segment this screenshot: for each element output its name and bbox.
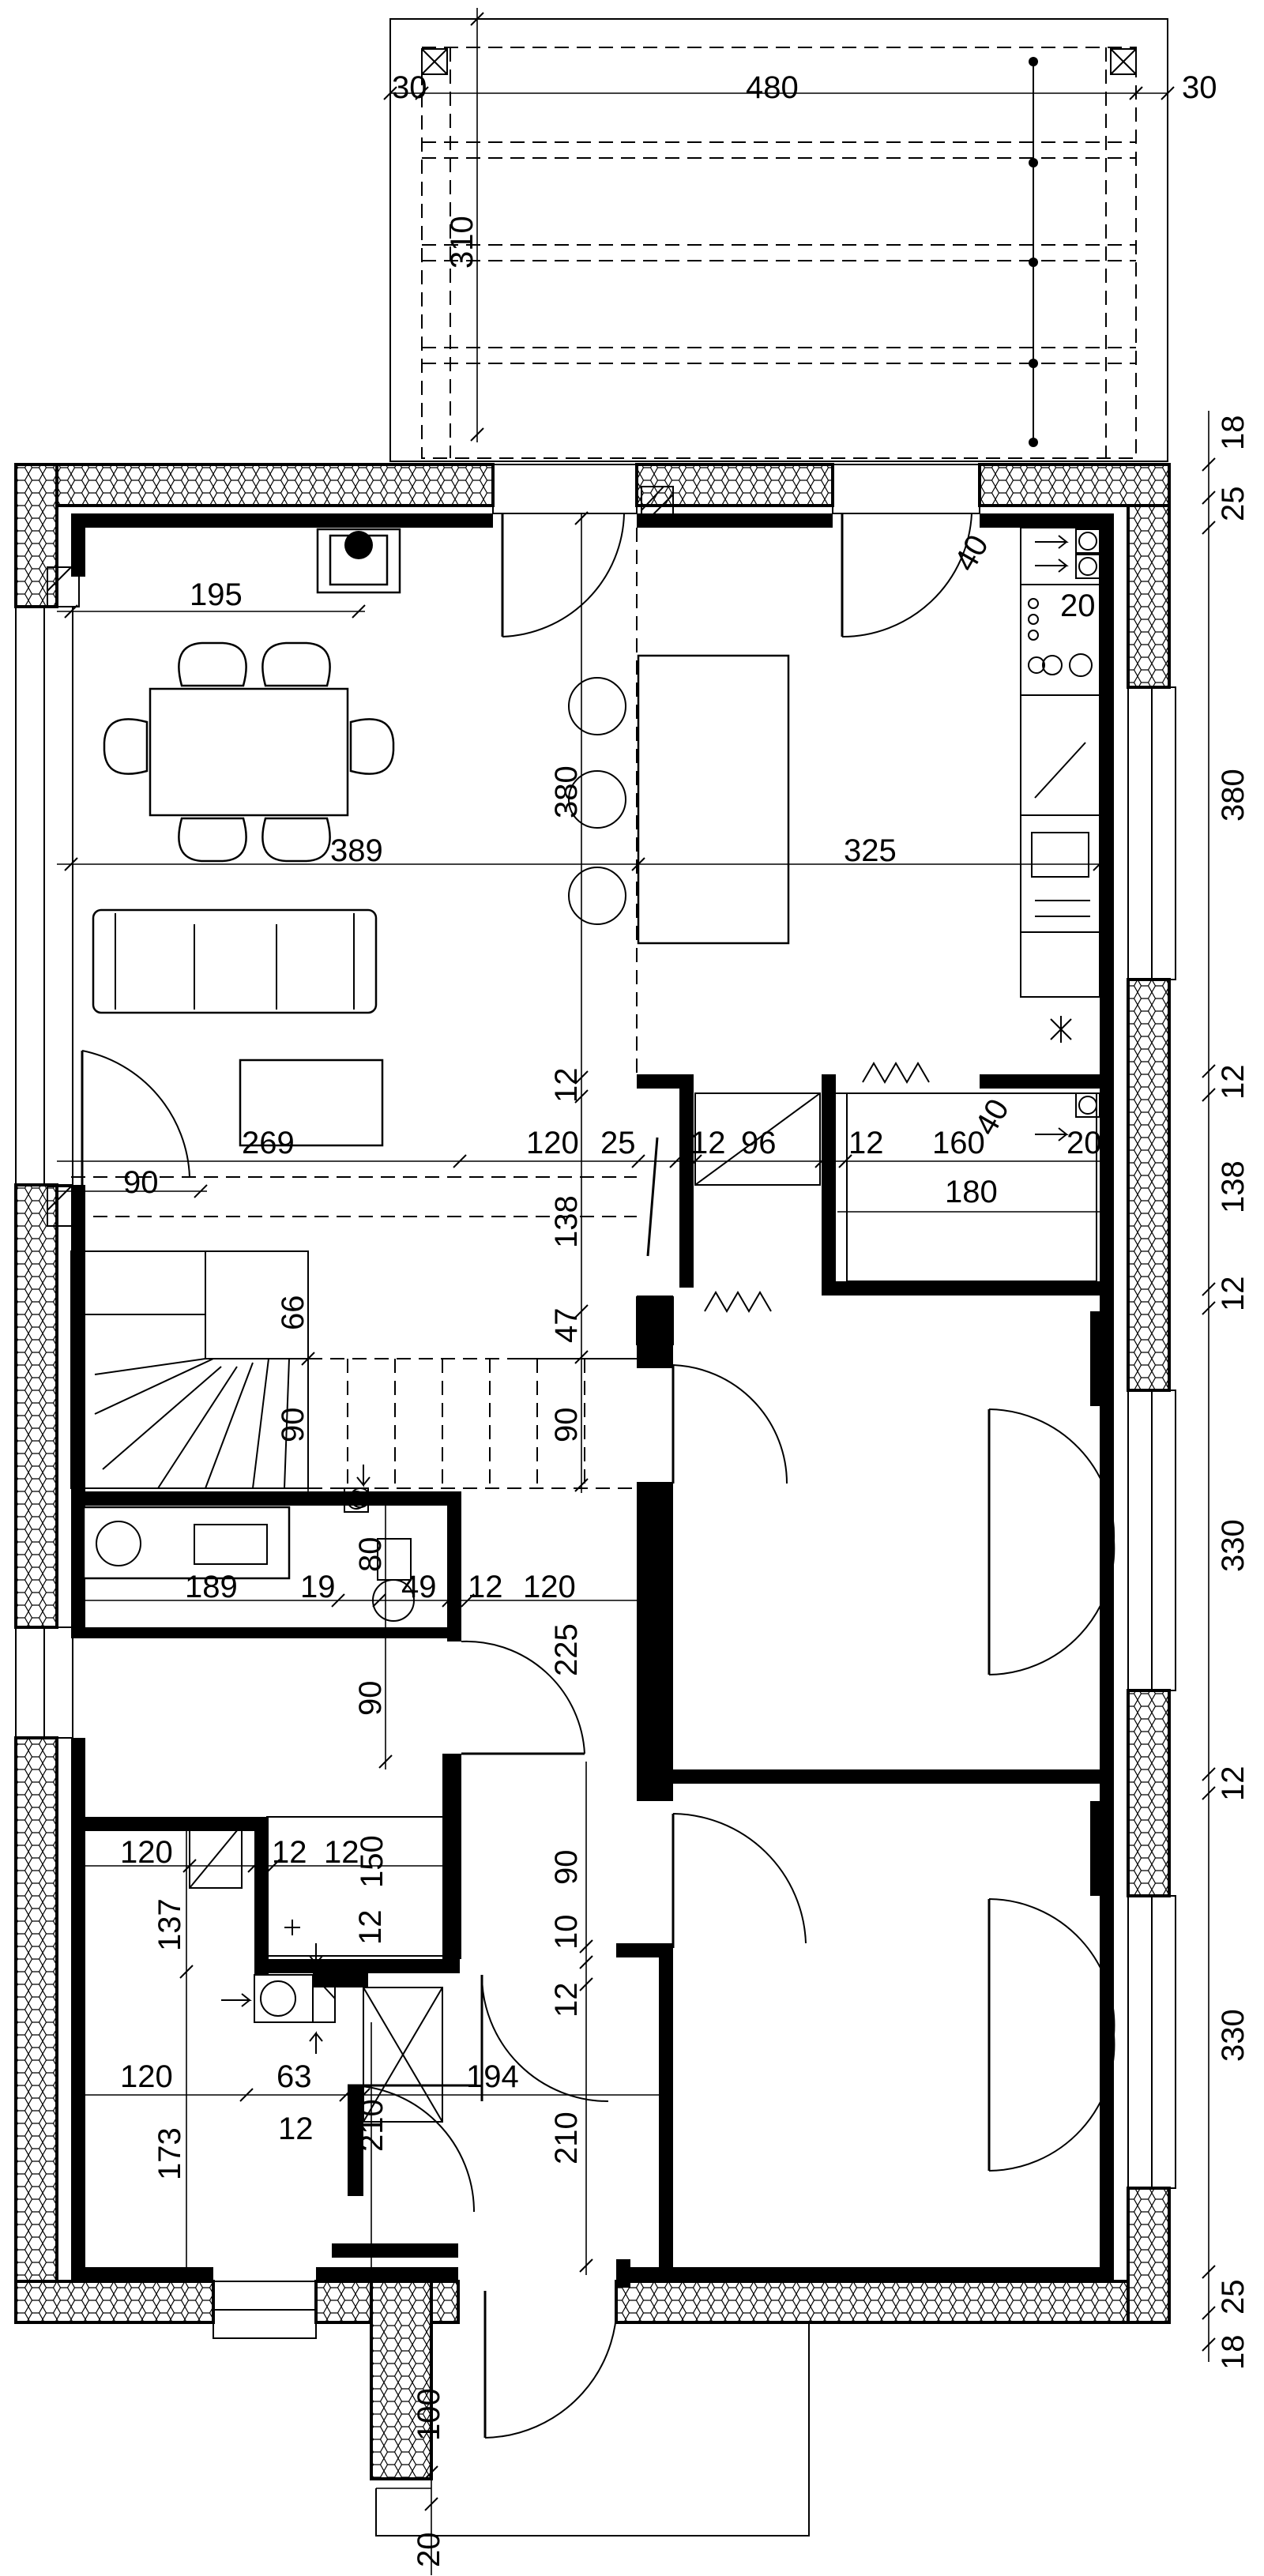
entrance-canopy <box>375 2322 810 2537</box>
dim-hall-12: 12 <box>468 1570 503 1604</box>
dim-bath-120-b: 120 <box>120 2059 173 2094</box>
coffee-table <box>239 1059 384 1147</box>
dim-entrance-100: 100 <box>412 2388 446 2441</box>
bathroom-fixtures <box>82 1487 446 2123</box>
chimney-hatch <box>47 486 674 1345</box>
dim-bath-150: 150 <box>355 1835 389 1888</box>
dim-hall-47: 47 <box>549 1308 584 1344</box>
dim-hall-12-d: 12 <box>549 1983 584 2018</box>
dim-right-12-a: 12 <box>1216 1065 1251 1100</box>
staircase <box>70 1250 637 1489</box>
dim-living-90: 90 <box>123 1165 159 1200</box>
dimension-labels: 30 480 30 310 18 25 380 12 138 12 330 12… <box>120 70 1251 2567</box>
pergola <box>389 18 1168 462</box>
dim-bath-63: 63 <box>276 2059 312 2094</box>
dim-bath-120: 120 <box>120 1835 173 1870</box>
dim-living-25: 25 <box>600 1126 636 1160</box>
dim-right-12-c: 12 <box>1216 1766 1251 1802</box>
dim-wc-49: 49 <box>401 1570 437 1604</box>
dim-hall-138: 138 <box>549 1195 584 1248</box>
dim-bath-210: 210 <box>355 2099 389 2152</box>
dim-wc-19: 19 <box>300 1570 336 1604</box>
dim-bath-137: 137 <box>152 1898 187 1951</box>
windows <box>15 464 1176 2339</box>
dim-stairs-90: 90 <box>276 1408 310 1443</box>
dim-hall-10: 10 <box>549 1915 584 1950</box>
dim-hall-225: 225 <box>549 1623 584 1676</box>
dim-right-12-b: 12 <box>1216 1277 1251 1312</box>
dim-kitchen-20-top: 20 <box>1060 589 1096 623</box>
interior-walls <box>71 1074 1114 2288</box>
dim-living-96: 96 <box>741 1126 777 1160</box>
dim-bath-12: 12 <box>272 1835 307 1870</box>
dim-living-160: 160 <box>932 1126 985 1160</box>
dim-right-380: 380 <box>1216 769 1251 822</box>
dim-wc-80: 80 <box>353 1537 388 1573</box>
dim-right-25-bottom: 25 <box>1216 2280 1251 2315</box>
exterior-walls <box>14 463 1171 2480</box>
dim-living-12: 12 <box>549 1068 584 1104</box>
dim-hall-90-b: 90 <box>353 1681 388 1717</box>
sofa <box>92 908 378 1014</box>
dim-hall-66: 66 <box>276 1296 310 1331</box>
dim-living-269: 269 <box>242 1126 295 1160</box>
dim-living-12-c: 12 <box>848 1126 884 1160</box>
dimension-lines <box>57 8 1216 2575</box>
dim-living-180: 180 <box>945 1175 998 1209</box>
dim-hall-120: 120 <box>523 1570 576 1604</box>
dim-living-380: 380 <box>549 765 584 818</box>
dim-bath-173: 173 <box>152 2127 187 2180</box>
dim-right-330-a: 330 <box>1216 1519 1251 1572</box>
dim-hall-194: 194 <box>466 2059 519 2094</box>
kitchen-island <box>568 654 790 945</box>
dim-entrance-20: 20 <box>412 2533 446 2568</box>
ventilation <box>221 528 1100 2054</box>
dim-right-330-b: 330 <box>1216 2009 1251 2062</box>
dim-living-389: 389 <box>330 833 383 868</box>
dim-right-18-bottom: 18 <box>1216 2335 1251 2371</box>
dim-hall-210: 210 <box>549 2112 584 2164</box>
kitchen-counter <box>1020 527 1100 1043</box>
utility-cabinets <box>694 1062 1097 1313</box>
dim-pergola-right: 30 <box>1182 70 1217 105</box>
dim-hall-90-c: 90 <box>549 1850 584 1886</box>
dim-pergola-depth: 310 <box>445 216 480 269</box>
dining-set <box>103 641 395 863</box>
dim-right-18-top: 18 <box>1216 416 1251 451</box>
dim-bath-12-c: 12 <box>353 1910 388 1946</box>
dim-living-12-b: 12 <box>690 1126 726 1160</box>
dim-hall-90: 90 <box>549 1408 584 1443</box>
dim-living-120: 120 <box>526 1126 579 1160</box>
dim-utility-20: 20 <box>1066 1126 1102 1160</box>
dim-living-195: 195 <box>190 577 243 612</box>
dim-bath-12-e: 12 <box>278 2112 314 2146</box>
dim-wc-189: 189 <box>185 1570 238 1604</box>
dim-pergola-left: 30 <box>392 70 427 105</box>
dim-right-138: 138 <box>1216 1160 1251 1213</box>
dim-living-325: 325 <box>844 833 897 868</box>
dim-bath-12-b: 12 <box>324 1835 359 1870</box>
dim-right-25-top: 25 <box>1216 487 1251 522</box>
fireplace <box>316 528 401 594</box>
dim-pergola-width: 480 <box>746 70 799 105</box>
